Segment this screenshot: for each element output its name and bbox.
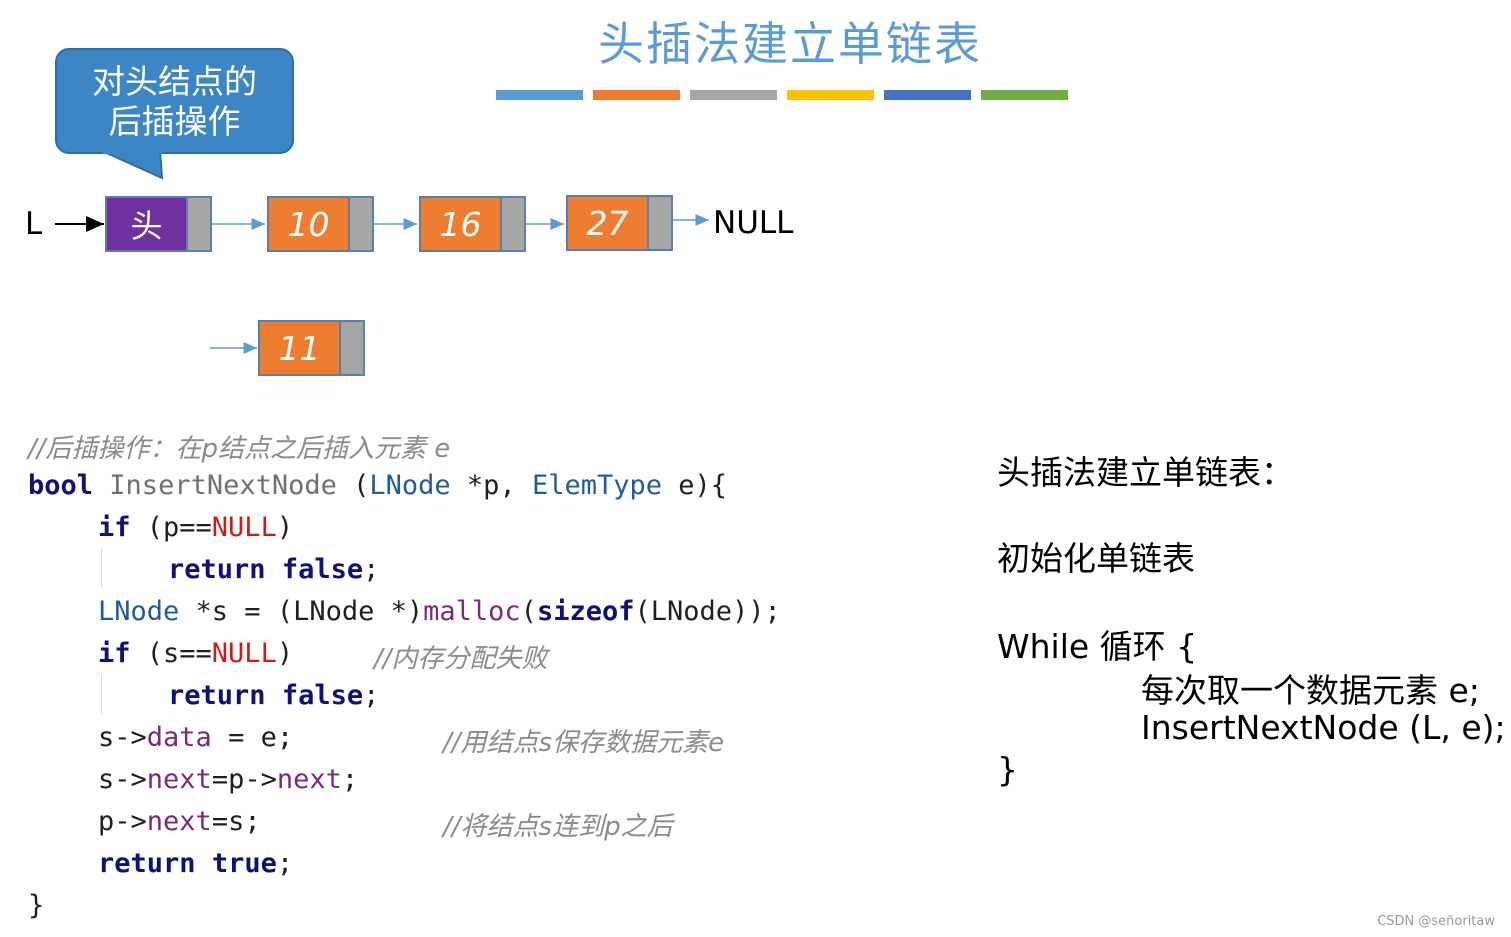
title-color-bar: [787, 90, 874, 100]
title-color-bar: [690, 90, 777, 100]
code-line-return-false-1: return false;: [168, 554, 380, 585]
list-node: 16: [419, 196, 526, 252]
list-arrows: [55, 214, 709, 354]
new-list-node: 11: [258, 320, 365, 376]
code-line-set-next: s->next=p->next;: [98, 764, 359, 795]
node-data: 27: [568, 197, 647, 249]
title-color-bar: [981, 90, 1068, 100]
node-pointer-field: [348, 198, 372, 250]
node-data: 11: [260, 322, 339, 374]
code-line-link: p->next=s;: [98, 806, 261, 837]
code-comment-link: //将结点s连到p之后: [443, 812, 673, 842]
list-node-head: 头: [105, 196, 212, 252]
list-pointer-label: L: [25, 206, 43, 242]
callout-bubble: 对头结点的 后插操作: [55, 48, 294, 154]
code-line-if-p: if (p==NULL): [98, 512, 294, 543]
pseudo-step-insert: InsertNextNode (L, e);: [1141, 708, 1506, 747]
code-line-close: }: [28, 890, 45, 921]
node-data: 10: [269, 198, 348, 250]
code-line-signature: bool InsertNextNode (LNode *p, ElemType …: [28, 470, 728, 501]
code-line-return-true: return true;: [98, 848, 294, 879]
list-node: 10: [267, 196, 374, 252]
callout-line-2: 后插操作: [108, 102, 241, 141]
pseudo-while-open: While 循环 {: [997, 627, 1198, 666]
node-pointer-field: [339, 322, 363, 374]
code-line-return-false-2: return false;: [168, 680, 380, 711]
title-color-bar: [496, 90, 583, 100]
callout-line-1: 对头结点的: [92, 62, 257, 101]
page-title: 头插法建立单链表: [598, 17, 982, 71]
pseudo-heading: 头插法建立单链表：: [997, 453, 1294, 492]
code-line-set-data: s->data = e;: [98, 722, 294, 753]
node-pointer-field: [186, 198, 210, 250]
title-color-bar: [884, 90, 971, 100]
node-data: 头: [107, 198, 186, 250]
indent-guide: [101, 548, 102, 588]
pseudo-while-close: }: [997, 750, 1018, 789]
node-pointer-field: [647, 197, 671, 249]
node-pointer-field: [500, 198, 524, 250]
indent-guide: [101, 674, 102, 714]
pseudo-step-take: 每次取一个数据元素 e;: [1141, 671, 1480, 710]
code-comment-save-data: //用结点s保存数据元素e: [443, 728, 725, 758]
pseudo-init: 初始化单链表: [997, 539, 1195, 578]
callout-tail-cover: [102, 148, 162, 154]
node-data: 16: [421, 198, 500, 250]
credit-label: CSDN @señoritaw: [1377, 914, 1495, 929]
null-label: NULL: [713, 205, 794, 241]
code-line-if-s: if (s==NULL): [98, 638, 294, 669]
code-line-comment: //后插操作：在p结点之后插入元素 e: [28, 434, 451, 464]
list-node: 27: [566, 195, 673, 251]
code-line-malloc: LNode *s = (LNode *)malloc(sizeof(LNode)…: [98, 596, 781, 627]
code-comment-alloc-fail: //内存分配失败: [374, 644, 548, 674]
title-color-bar: [593, 90, 680, 100]
